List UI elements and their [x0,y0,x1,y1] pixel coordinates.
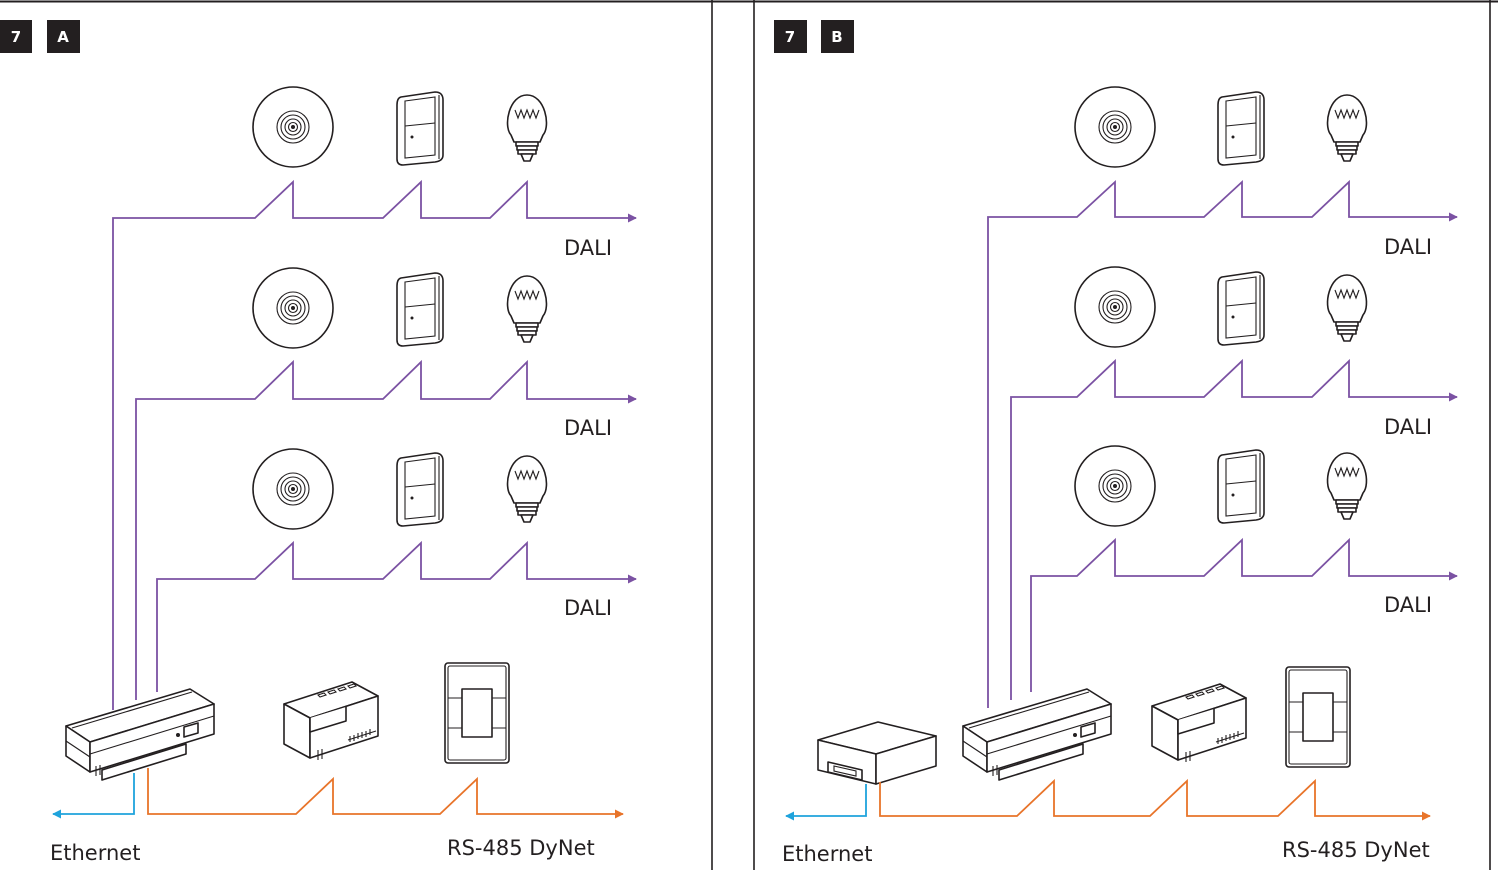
led-bulb-icon [1326,452,1368,520]
network-gateway-icon [817,721,937,785]
dynet-label: RS-485 DyNet [447,836,595,860]
dali-line-3 [156,540,637,692]
ethernet-label: Ethernet [782,842,872,866]
figure-number-badge [0,20,32,53]
dali-line-1 [112,179,637,710]
ceiling-sensor-icon [252,267,334,349]
dali-line-1 [987,179,1458,708]
dynet-label: RS-485 DyNet [1282,838,1430,862]
led-bulb-icon [506,455,548,523]
wall-switch-icon [396,272,444,347]
ethernet-label: Ethernet [50,841,140,865]
dali-label-1: DALI [1384,235,1432,259]
wall-switch-icon [1217,271,1265,346]
dali-label-2: DALI [1384,415,1432,439]
dali-line-3 [1030,537,1458,692]
dinrail-module-icon [283,681,379,761]
ethernet-line [52,773,135,819]
led-bulb-icon [506,275,548,343]
dali-label-2: DALI [564,416,612,440]
led-bulb-icon [1326,94,1368,162]
ceiling-sensor-icon [252,86,334,168]
dali-line-2 [1010,358,1458,700]
ethernet-line [785,784,867,821]
wall-panel-icon [1285,666,1351,768]
dali-controller-icon [65,688,215,781]
figure-number: 7 [785,28,795,46]
panel-b: 7 B DALI DALI DALI Ethernet RS-485 DyNet [774,20,1458,866]
ceiling-sensor-icon [1074,86,1156,168]
dynet-line [147,768,624,819]
ceiling-sensor-icon [1074,445,1156,527]
figure-letter: A [57,28,69,46]
led-bulb-icon [1326,274,1368,342]
wall-switch-icon [1217,91,1265,166]
dali-label-1: DALI [564,236,612,260]
dinrail-module-icon [1151,683,1247,763]
wall-switch-icon [396,452,444,527]
figure-number-badge [774,20,807,53]
panel-a: 7 A DALI DALI DALI Ethernet RS-485 DyNet [0,20,637,865]
wall-panel-icon [444,662,510,764]
wall-switch-icon [396,91,444,166]
dali-controller-icon [962,688,1112,781]
ceiling-sensor-icon [1074,266,1156,348]
dali-label-3: DALI [1384,593,1432,617]
led-bulb-icon [506,94,548,162]
dali-line-2 [135,359,637,700]
figure-number: 7 [11,28,21,46]
wall-switch-icon [1217,449,1265,524]
figure-letter: B [831,28,842,46]
ceiling-sensor-icon [252,448,334,530]
dali-label-3: DALI [564,596,612,620]
figure-letter-badge [47,20,80,53]
dynet-line [879,778,1431,821]
figure-letter-badge [821,20,854,53]
